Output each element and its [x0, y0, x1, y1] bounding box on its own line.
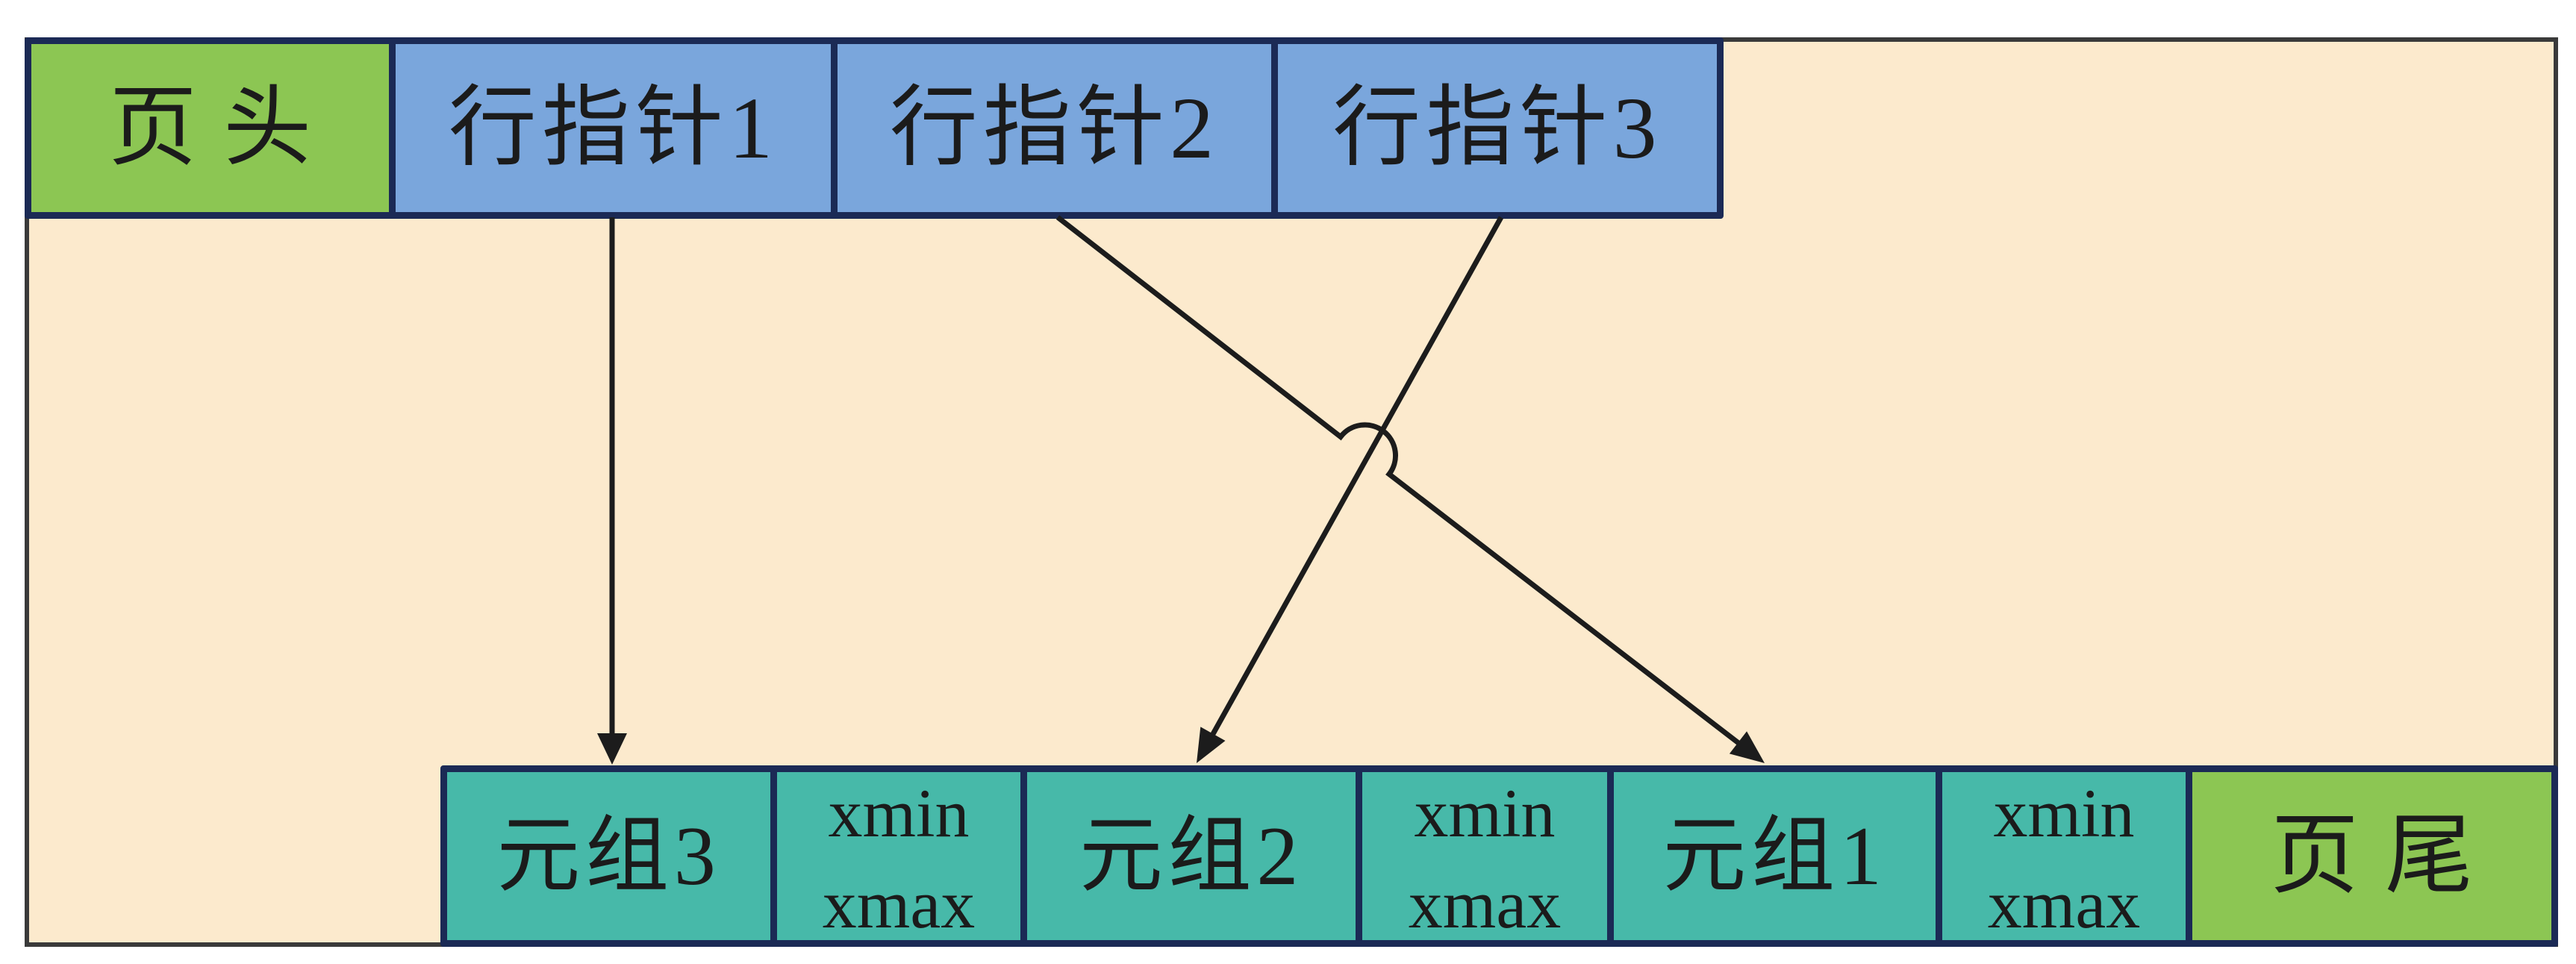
cell-xminmax-3: xmin xmax [1936, 765, 2192, 947]
xmax-label: xmax [1987, 865, 2141, 942]
cell-tuple-1: 元组1 [1607, 765, 1942, 947]
bottom-row: 元组3 xmin xmax 元组2 xmin xmax 元组1 xmin xma… [440, 765, 2558, 947]
page-header-label: 页头 [108, 78, 338, 177]
page-footer-label: 页尾 [2270, 806, 2500, 905]
xmax-label: xmax [1408, 865, 1562, 942]
row-pointer-1-label: 行指针1 [448, 78, 779, 177]
xmin-label: xmin [828, 774, 970, 851]
row-pointer-2-label: 行指针2 [889, 78, 1220, 177]
cell-row-pointer-2: 行指针2 [831, 37, 1278, 219]
cell-tuple-2: 元组2 [1020, 765, 1362, 947]
cell-row-pointer-3: 行指针3 [1271, 37, 1724, 219]
xmax-label: xmax [822, 865, 976, 942]
xmin-label: xmin [1993, 774, 2135, 851]
tuple-3-label: 元组3 [496, 809, 721, 903]
cell-xminmax-1: xmin xmax [770, 765, 1027, 947]
cell-page-header: 页头 [25, 37, 396, 219]
cell-page-footer: 页尾 [2186, 765, 2558, 947]
cell-row-pointer-1: 行指针1 [389, 37, 838, 219]
cell-tuple-3: 元组3 [440, 765, 777, 947]
xmin-label: xmin [1414, 774, 1556, 851]
top-row: 页头 行指针1 行指针2 行指针3 [25, 37, 1724, 219]
tuple-1-label: 元组1 [1662, 809, 1887, 903]
cell-xminmax-2: xmin xmax [1356, 765, 1614, 947]
tuple-2-label: 元组2 [1079, 809, 1304, 903]
row-pointer-3-label: 行指针3 [1332, 78, 1662, 177]
